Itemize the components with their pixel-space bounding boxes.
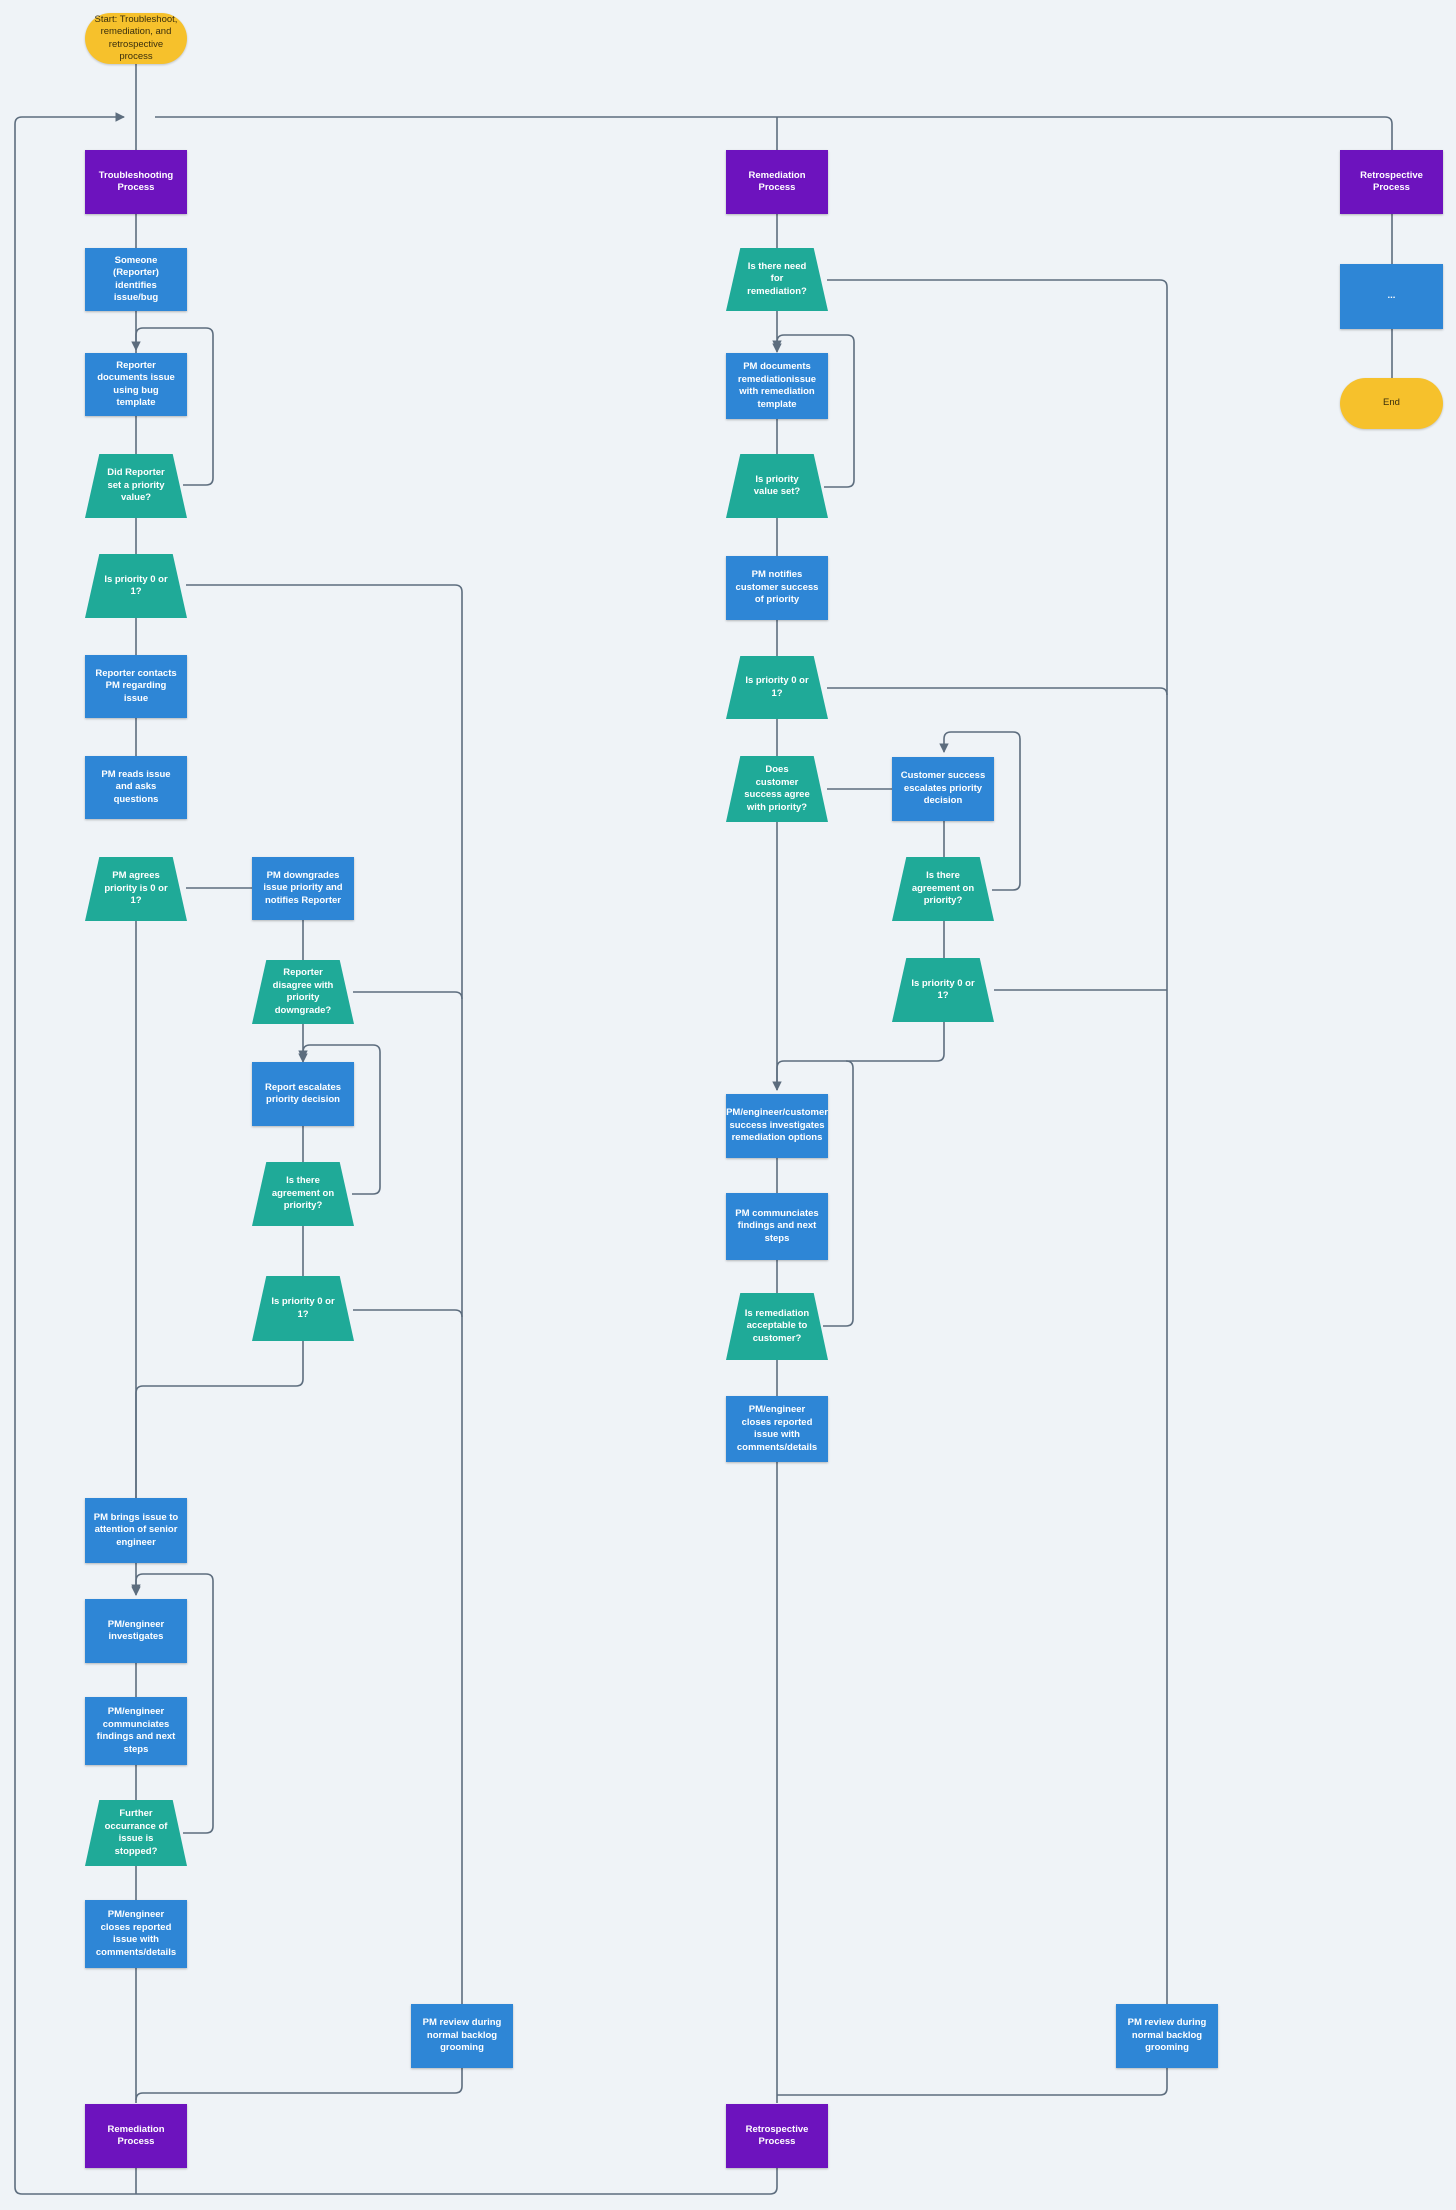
remediation-process-link: Remediation Process — [85, 2104, 187, 2168]
connector-review-return — [777, 2068, 1168, 2096]
cs-is-there-agreement-decision: Is there agreement on priority? — [892, 857, 994, 921]
pm-reads-issue-step: PM reads issue and asks questions — [85, 756, 187, 819]
investigates-remediation-options-step: PM/engineer/customer success investigate… — [726, 1094, 828, 1158]
reporter-documents-step: Reporter documents issue using bug templ… — [85, 353, 187, 416]
connector-outer-loop — [14, 112, 778, 2195]
connector-loop-further — [131, 1573, 214, 1834]
pm-notifies-customer-success-step: PM notifies customer success of priority — [726, 556, 828, 620]
pm-communicates-findings-step: PM communciates findings and next steps — [726, 1193, 828, 1260]
connector-priority-yes — [186, 584, 463, 2004]
connector-loop-value-set — [772, 334, 855, 488]
pm-engineer-communicates-step: PM/engineer communciates findings and ne… — [85, 1697, 187, 1765]
retrospective-process-link: Retrospective Process — [726, 2104, 828, 2168]
need-for-remediation-decision: Is there need for remediation? — [726, 248, 828, 311]
is-there-agreement-decision: Is there agreement on priority? — [252, 1162, 354, 1226]
remediation-acceptable-decision: Is remediation acceptable to customer? — [726, 1293, 828, 1360]
reporter-contacts-pm-step: Reporter contacts PM regarding issue — [85, 655, 187, 718]
cs-is-priority-0-or-1-decision: Is priority 0 or 1? — [892, 958, 994, 1022]
customer-success-escalates-step: Customer success escalates priority deci… — [892, 757, 994, 821]
connector-need-no — [827, 279, 1168, 2004]
retrospective-process-header: Retrospective Process — [1340, 150, 1443, 214]
further-occurrance-decision: Further occurrance of issue is stopped? — [85, 1800, 187, 1866]
pm-agrees-decision: PM agrees priority is 0 or 1? — [85, 857, 187, 921]
connector-loop-cs-agreement — [939, 731, 1021, 891]
pm-brings-issue-step: PM brings issue to attention of senior e… — [85, 1498, 187, 1563]
connector — [135, 1341, 304, 1498]
remediation-process-header: Remediation Process — [726, 150, 828, 214]
report-escalates-step: Report escalates priority decision — [252, 1062, 354, 1126]
connector-priority-b-yes — [353, 1309, 463, 1318]
retrospective-placeholder-step: ... — [1340, 264, 1443, 329]
connector-disagree-no — [353, 991, 463, 1000]
connector-loop-priority — [131, 327, 214, 486]
troubleshooting-process-header: Troubleshooting Process — [85, 150, 187, 214]
is-priority-0-or-1-decision-b: Is priority 0 or 1? — [252, 1276, 354, 1341]
is-priority-0-or-1-decision: Is priority 0 or 1? — [85, 554, 187, 618]
customer-success-agree-decision: Does customer success agree with priorit… — [726, 756, 828, 822]
end-terminal: End — [1340, 378, 1443, 429]
is-priority-value-set-decision: Is priority value set? — [726, 454, 828, 518]
reporter-disagree-decision: Reporter disagree with priority downgrad… — [252, 960, 354, 1024]
remediation-closes-issue-step: PM/engineer closes reported issue with c… — [726, 1396, 828, 1462]
connector-loop-acceptable — [823, 1060, 854, 1327]
connector-top-bar — [155, 116, 1393, 150]
remediation-pm-review-backlog-step: PM review during normal backlog grooming — [1116, 2004, 1218, 2068]
pm-downgrades-step: PM downgrades issue priority and notifie… — [252, 857, 354, 920]
connector-priority-yes — [827, 687, 1168, 696]
pm-documents-remediation-step: PM documents remediationissue with remed… — [726, 353, 828, 419]
pm-review-backlog-step: PM review during normal backlog grooming — [411, 2004, 513, 2068]
connector — [772, 1022, 945, 1091]
start-terminal: Start: Troubleshoot, remediation, and re… — [85, 13, 187, 64]
pm-engineer-closes-step: PM/engineer closes reported issue with c… — [85, 1900, 187, 1968]
did-reporter-set-priority-decision: Did Reporter set a priority value? — [85, 454, 187, 518]
pm-engineer-investigates-step: PM/engineer investigates — [85, 1599, 187, 1663]
remediation-is-priority-0-or-1-decision: Is priority 0 or 1? — [726, 656, 828, 719]
connector-loop-agreement — [298, 1044, 381, 1195]
connector-review-return — [135, 2068, 463, 2101]
reporter-identifies-step: Someone (Reporter) identifies issue/bug — [85, 248, 187, 311]
